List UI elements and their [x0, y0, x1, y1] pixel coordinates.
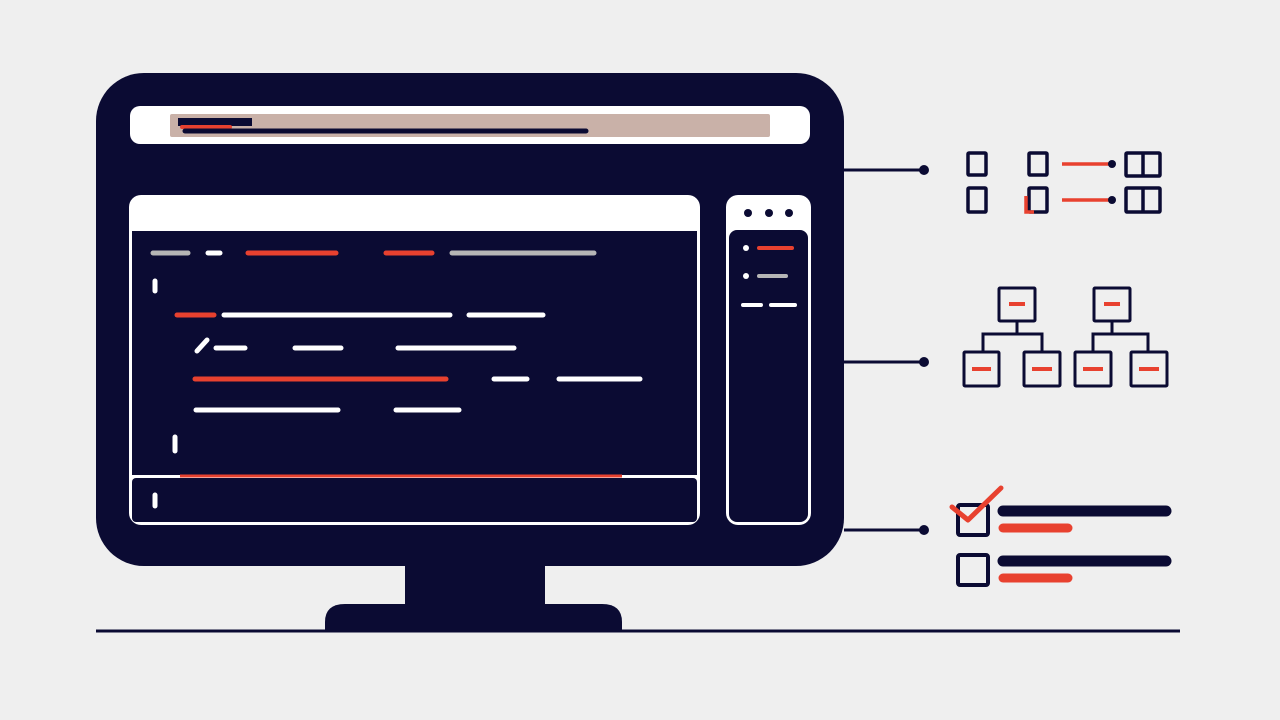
side-panel-body — [729, 230, 808, 522]
window-dot — [765, 209, 773, 217]
editor-body — [132, 231, 697, 475]
grid-mapping-icon — [966, 151, 1162, 214]
checklist-icon — [949, 485, 1172, 587]
checkbox-unchecked — [956, 553, 990, 587]
checkbox-checked — [956, 503, 990, 537]
editor-console — [132, 478, 697, 522]
window-dot — [744, 209, 752, 217]
connector-lines — [844, 165, 929, 535]
code-lines — [150, 250, 643, 509]
monitor-base — [325, 604, 622, 631]
address-bar — [130, 106, 810, 144]
window-dot — [785, 209, 793, 217]
monitor-neck — [405, 560, 545, 608]
checkmark-icon — [949, 485, 1004, 523]
side-panel-lines — [741, 245, 797, 307]
address-bar-field — [170, 114, 770, 137]
hierarchy-tree-icon — [962, 286, 1169, 388]
side-panel-icon — [726, 195, 811, 525]
code-editor-icon — [129, 195, 700, 525]
